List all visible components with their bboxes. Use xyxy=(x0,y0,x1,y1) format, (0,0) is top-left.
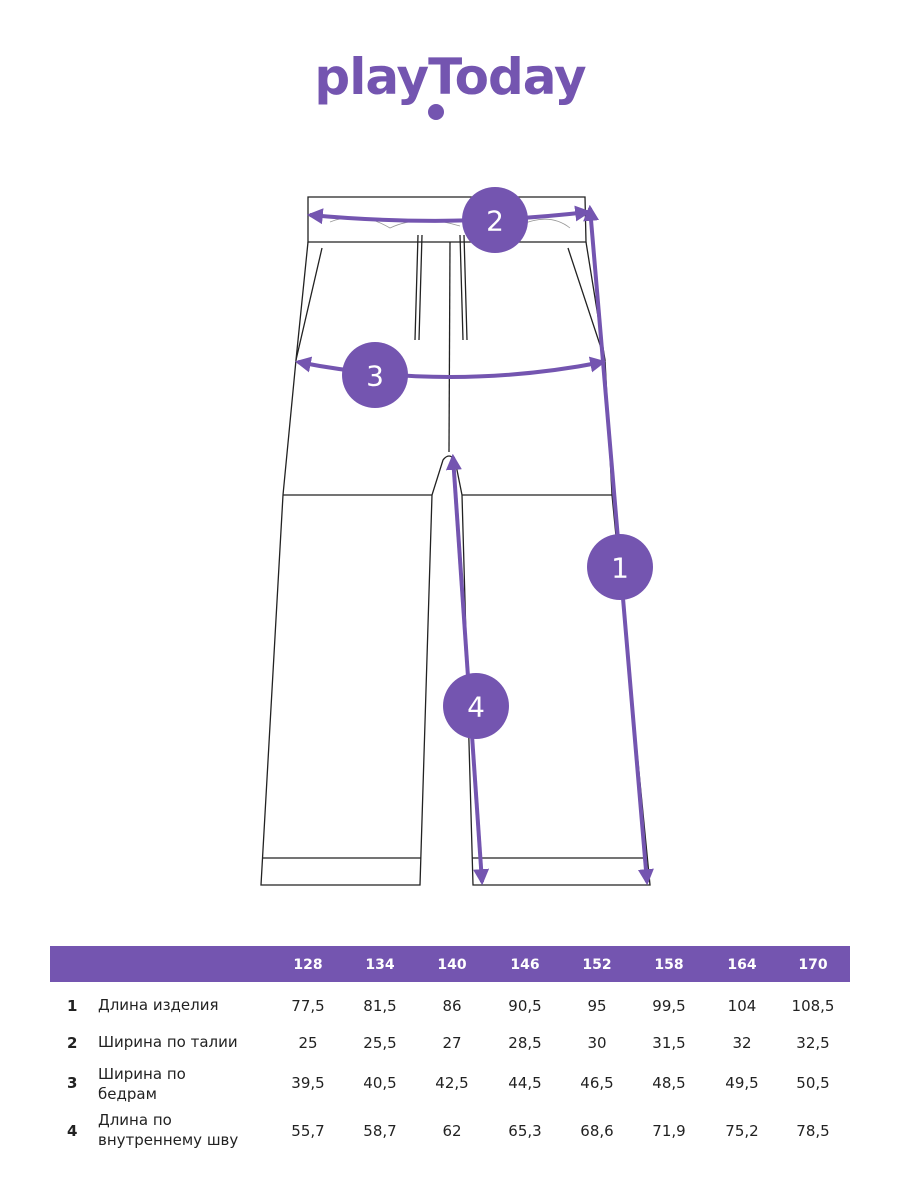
table-cell: 77,5 xyxy=(291,997,325,1015)
table-cell: 104 xyxy=(727,997,757,1015)
table-cell: 62 xyxy=(442,1122,462,1140)
row-number: 4 xyxy=(67,1122,78,1140)
row-label: Длина изделия xyxy=(98,996,219,1014)
marker-3: 3 xyxy=(342,342,408,408)
table-cell: 50,5 xyxy=(796,1074,830,1092)
svg-text:2: 2 xyxy=(486,205,504,238)
row-label: Ширина по бедрам xyxy=(98,1065,186,1103)
pants-diagram: 2 3 1 4 xyxy=(260,187,654,886)
table-cell: 78,5 xyxy=(796,1122,830,1140)
svg-text:3: 3 xyxy=(366,360,384,393)
table-cell: 49,5 xyxy=(725,1074,759,1092)
table-cell: 32 xyxy=(732,1034,752,1052)
row-number: 3 xyxy=(67,1074,78,1092)
arrow-hips xyxy=(294,356,607,379)
size-header: 128 xyxy=(293,957,323,973)
table-cell: 28,5 xyxy=(508,1034,542,1052)
marker-2: 2 xyxy=(462,187,528,253)
center-seam xyxy=(448,241,451,453)
marker-4: 4 xyxy=(443,673,509,739)
size-header: 164 xyxy=(727,957,757,973)
table-cell: 71,9 xyxy=(652,1122,686,1140)
row-number: 2 xyxy=(67,1034,78,1052)
table-cell: 27 xyxy=(442,1034,462,1052)
size-header: 134 xyxy=(365,957,395,973)
svg-text:4: 4 xyxy=(467,691,485,724)
table-cell: 65,3 xyxy=(508,1122,542,1140)
row-label: Ширина по талии xyxy=(98,1033,238,1051)
table-cell: 58,7 xyxy=(363,1122,397,1140)
brand-logo: playToday xyxy=(314,48,586,106)
table-cell: 46,5 xyxy=(580,1074,614,1092)
table-cell: 108,5 xyxy=(791,997,835,1015)
table-cell: 25 xyxy=(298,1034,318,1052)
table-cell: 99,5 xyxy=(652,997,686,1015)
table-cell: 30 xyxy=(587,1034,607,1052)
table-cell: 55,7 xyxy=(291,1122,325,1140)
size-table-header xyxy=(50,946,850,982)
logo-dot xyxy=(428,104,444,120)
table-cell: 90,5 xyxy=(508,997,542,1015)
table-cell: 81,5 xyxy=(363,997,397,1015)
size-header: 170 xyxy=(798,957,828,973)
table-cell: 44,5 xyxy=(508,1074,542,1092)
table-cell: 39,5 xyxy=(291,1074,325,1092)
table-cell: 31,5 xyxy=(652,1034,686,1052)
size-header: 158 xyxy=(654,957,684,973)
row-number: 1 xyxy=(67,997,78,1015)
size-header: 140 xyxy=(437,957,467,973)
table-cell: 86 xyxy=(442,997,462,1015)
drawstrings xyxy=(414,234,468,341)
table-cell: 40,5 xyxy=(363,1074,397,1092)
table-cell: 75,2 xyxy=(725,1122,759,1140)
table-cell: 25,5 xyxy=(363,1034,397,1052)
table-cell: 42,5 xyxy=(435,1074,469,1092)
arrow-inseam xyxy=(445,453,490,886)
size-header: 152 xyxy=(582,957,612,973)
table-cell: 48,5 xyxy=(652,1074,686,1092)
table-cell: 32,5 xyxy=(796,1034,830,1052)
table-cell: 68,6 xyxy=(580,1122,614,1140)
marker-1: 1 xyxy=(587,534,653,600)
size-header: 146 xyxy=(510,957,540,973)
arrow-waist xyxy=(306,205,592,225)
row-label: Длина по внутреннему шву xyxy=(98,1111,239,1149)
table-cell: 95 xyxy=(587,997,607,1015)
svg-text:1: 1 xyxy=(611,552,629,585)
pants-outline xyxy=(260,196,651,886)
